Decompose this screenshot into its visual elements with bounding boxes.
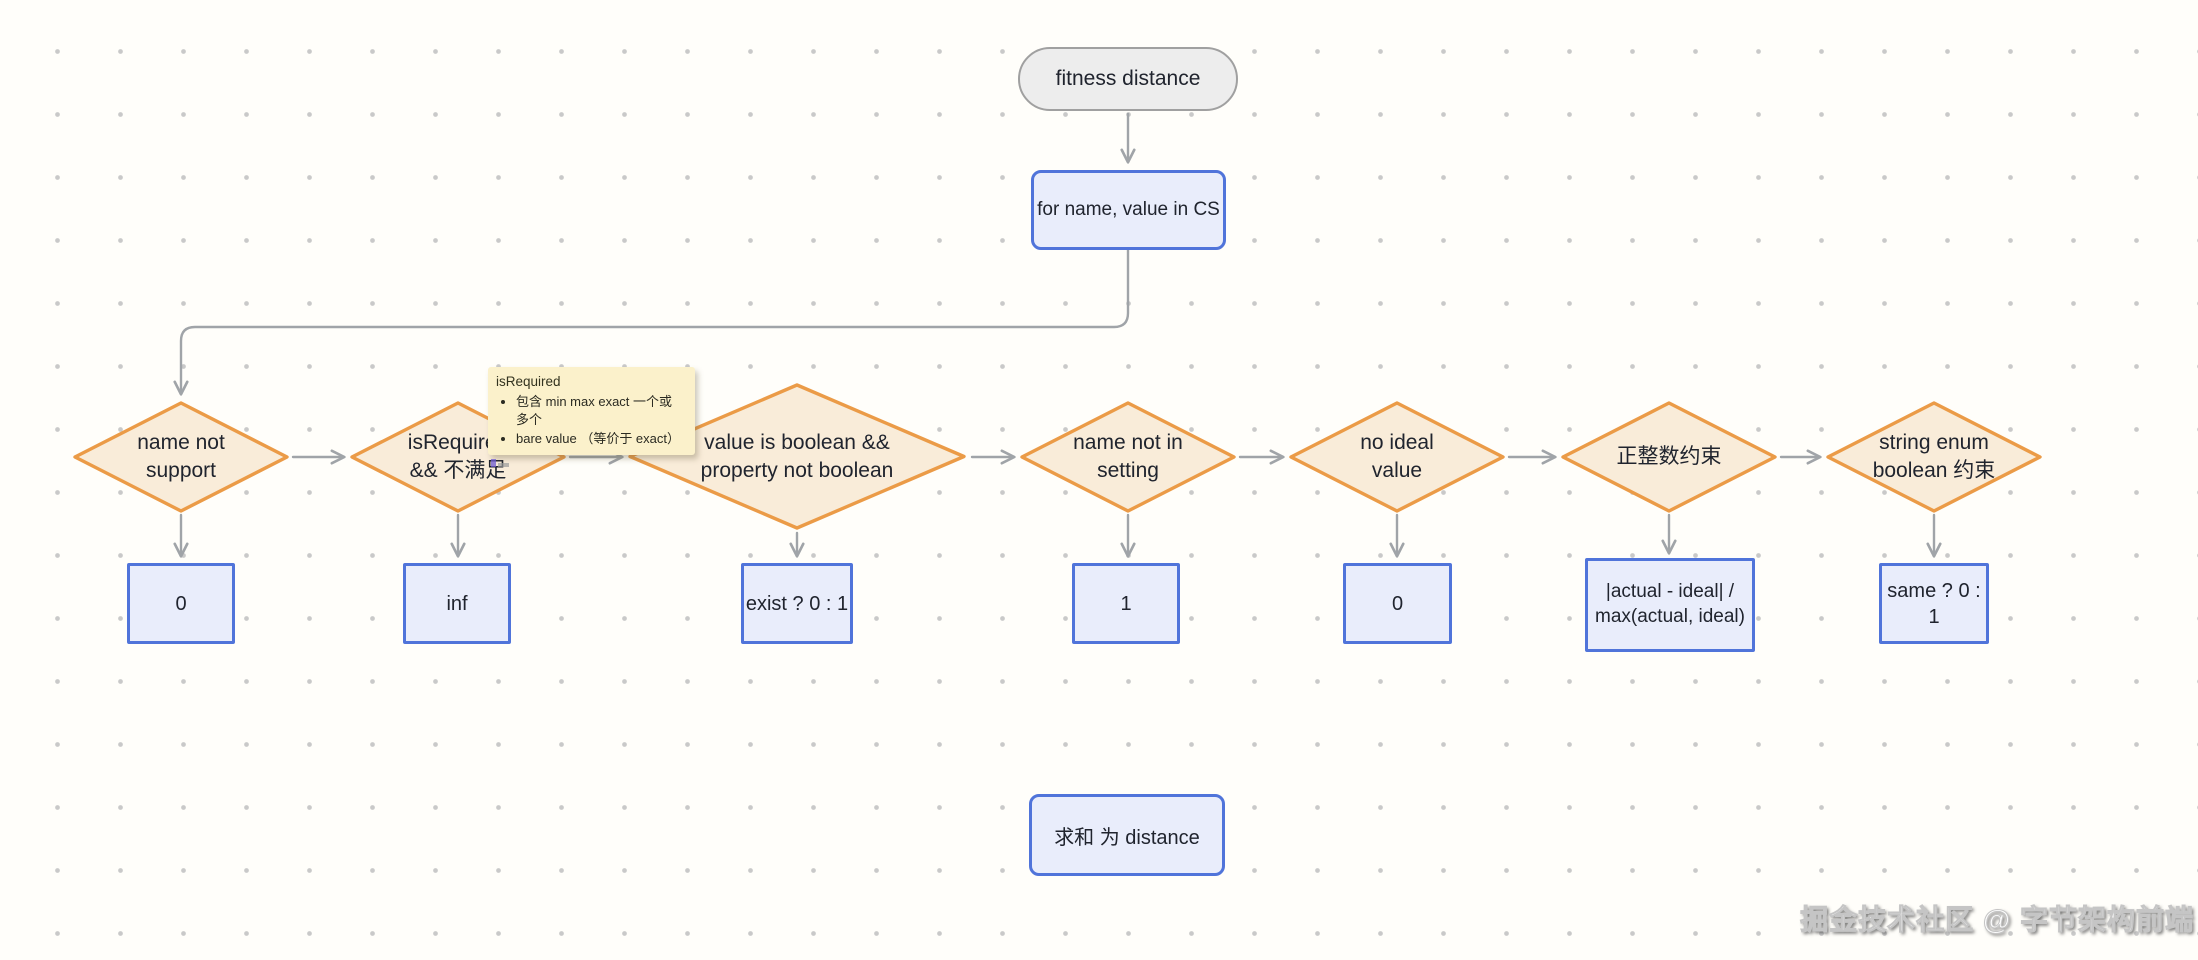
decision-isrequired-unsatisfied[interactable]: isRequired && 不满足 (350, 401, 566, 513)
diamond-shape (1826, 401, 2042, 513)
decision-label: 正整数约束 (1616, 445, 1722, 469)
note-bullet-list: 包含 min max exact 一个或多个 bare value （等价于 e… (496, 393, 685, 450)
result-label: exist ? 0 : 1 (745, 592, 849, 615)
diamond-shape (73, 401, 289, 513)
note-bullet: bare value （等价于 exact） (516, 430, 685, 449)
decision-label: value is boolean && property not boolean (700, 430, 894, 482)
result-box-1[interactable]: 0 (127, 563, 235, 644)
node-loop-label: for name, value in CS (1037, 199, 1220, 220)
result-box-5[interactable]: 0 (1343, 563, 1452, 644)
node-start[interactable]: fitness distance (1018, 47, 1238, 111)
decision-label: name not support (137, 431, 225, 482)
decision-label: string enum boolean 约束 (1872, 431, 1996, 482)
result-box-7[interactable]: same ? 0 : 1 (1879, 563, 1989, 644)
diamond-shape (1289, 401, 1505, 513)
note-bullet: 包含 min max exact 一个或多个 (516, 393, 685, 431)
node-sum-distance[interactable]: 求和 为 distance (1029, 794, 1225, 876)
diamond-shape (1561, 401, 1777, 513)
decision-name-not-support[interactable]: name not support (73, 401, 289, 513)
result-label: 0 (175, 592, 187, 615)
note-handle-icon (491, 459, 509, 468)
node-start-label: fitness distance (1055, 67, 1201, 90)
decision-label: no ideal value (1360, 431, 1434, 482)
watermark-text: 掘金技术社区 @ 字节架构前端 (1800, 904, 2194, 936)
result-box-3[interactable]: exist ? 0 : 1 (741, 563, 853, 644)
result-box-2[interactable]: inf (403, 563, 511, 644)
decision-label: name not in setting (1073, 431, 1183, 482)
result-box-4[interactable]: 1 (1072, 563, 1180, 644)
diamond-shape (1020, 401, 1236, 513)
note-title: isRequired (496, 374, 561, 389)
decision-string-enum-boolean-constraint[interactable]: string enum boolean 约束 (1826, 401, 2042, 513)
decision-positive-integer-constraint[interactable]: 正整数约束 (1561, 401, 1777, 513)
decision-label: isRequired && 不满足 (407, 431, 509, 482)
decision-no-ideal-value[interactable]: no ideal value (1289, 401, 1505, 513)
node-loop[interactable]: for name, value in CS (1031, 170, 1226, 250)
result-label: |actual - ideal| / max(actual, ideal) (1595, 581, 1745, 627)
result-label: inf (446, 592, 468, 615)
result-label: 1 (1120, 592, 1132, 615)
result-label: same ? 0 : 1 (1887, 579, 1981, 628)
decision-name-not-in-setting[interactable]: name not in setting (1020, 401, 1236, 513)
result-label: 0 (1391, 592, 1404, 615)
node-sum-label: 求和 为 distance (1054, 826, 1200, 849)
result-box-6[interactable]: |actual - ideal| / max(actual, ideal) (1585, 558, 1755, 652)
isrequired-note[interactable]: isRequired 包含 min max exact 一个或多个 bare v… (488, 367, 695, 468)
